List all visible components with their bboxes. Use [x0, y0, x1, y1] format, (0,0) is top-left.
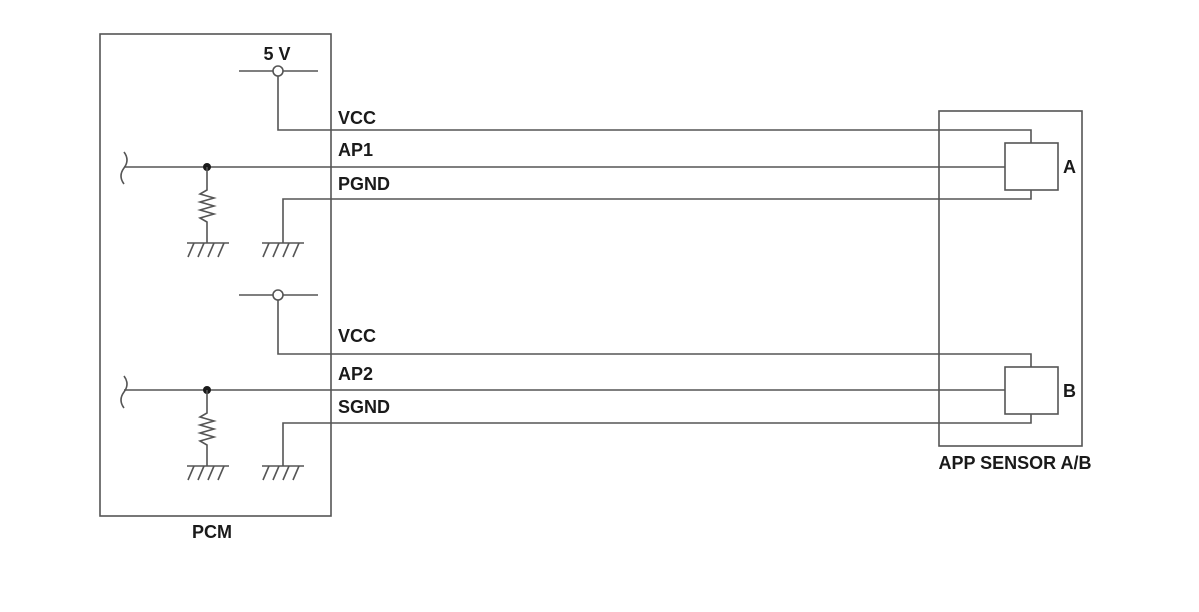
ap2-label: AP2: [338, 364, 373, 384]
sensor-element-b: [1004, 366, 1059, 415]
sensor-element-b-label: B: [1063, 381, 1076, 401]
circuit-a: 5 V VCC AP1 PGND: [120, 44, 1076, 258]
pcm-box: [99, 33, 332, 517]
vcc-wire-b: [277, 300, 1032, 367]
supply-terminal-icon: [272, 65, 284, 77]
ground-icon: [262, 242, 304, 258]
circuit-b: VCC AP2 SGND B: [120, 289, 1076, 481]
pgnd-wire: [282, 190, 1032, 243]
ground-icon: [187, 465, 229, 481]
pcm-label: PCM: [192, 522, 232, 542]
vcc-label-b: VCC: [338, 326, 376, 346]
vcc-wire-a: [277, 76, 1032, 143]
resistor-icon: [197, 390, 217, 466]
vcc-label-a: VCC: [338, 108, 376, 128]
sensor-box: [938, 110, 1083, 447]
ground-icon: [187, 242, 229, 258]
resistor-icon: [197, 167, 217, 243]
sgnd-wire: [282, 414, 1032, 466]
ground-icon: [262, 465, 304, 481]
sgnd-label: SGND: [338, 397, 390, 417]
pgnd-label: PGND: [338, 174, 390, 194]
supply-terminal-icon: [272, 289, 284, 301]
sensor-label: APP SENSOR A/B: [938, 453, 1091, 473]
ap1-label: AP1: [338, 140, 373, 160]
sensor-element-a-label: A: [1063, 157, 1076, 177]
supply-voltage-label: 5 V: [263, 44, 290, 64]
break-mark-icon: [120, 375, 128, 409]
break-mark-icon: [120, 151, 128, 185]
sensor-element-a: [1004, 142, 1059, 191]
